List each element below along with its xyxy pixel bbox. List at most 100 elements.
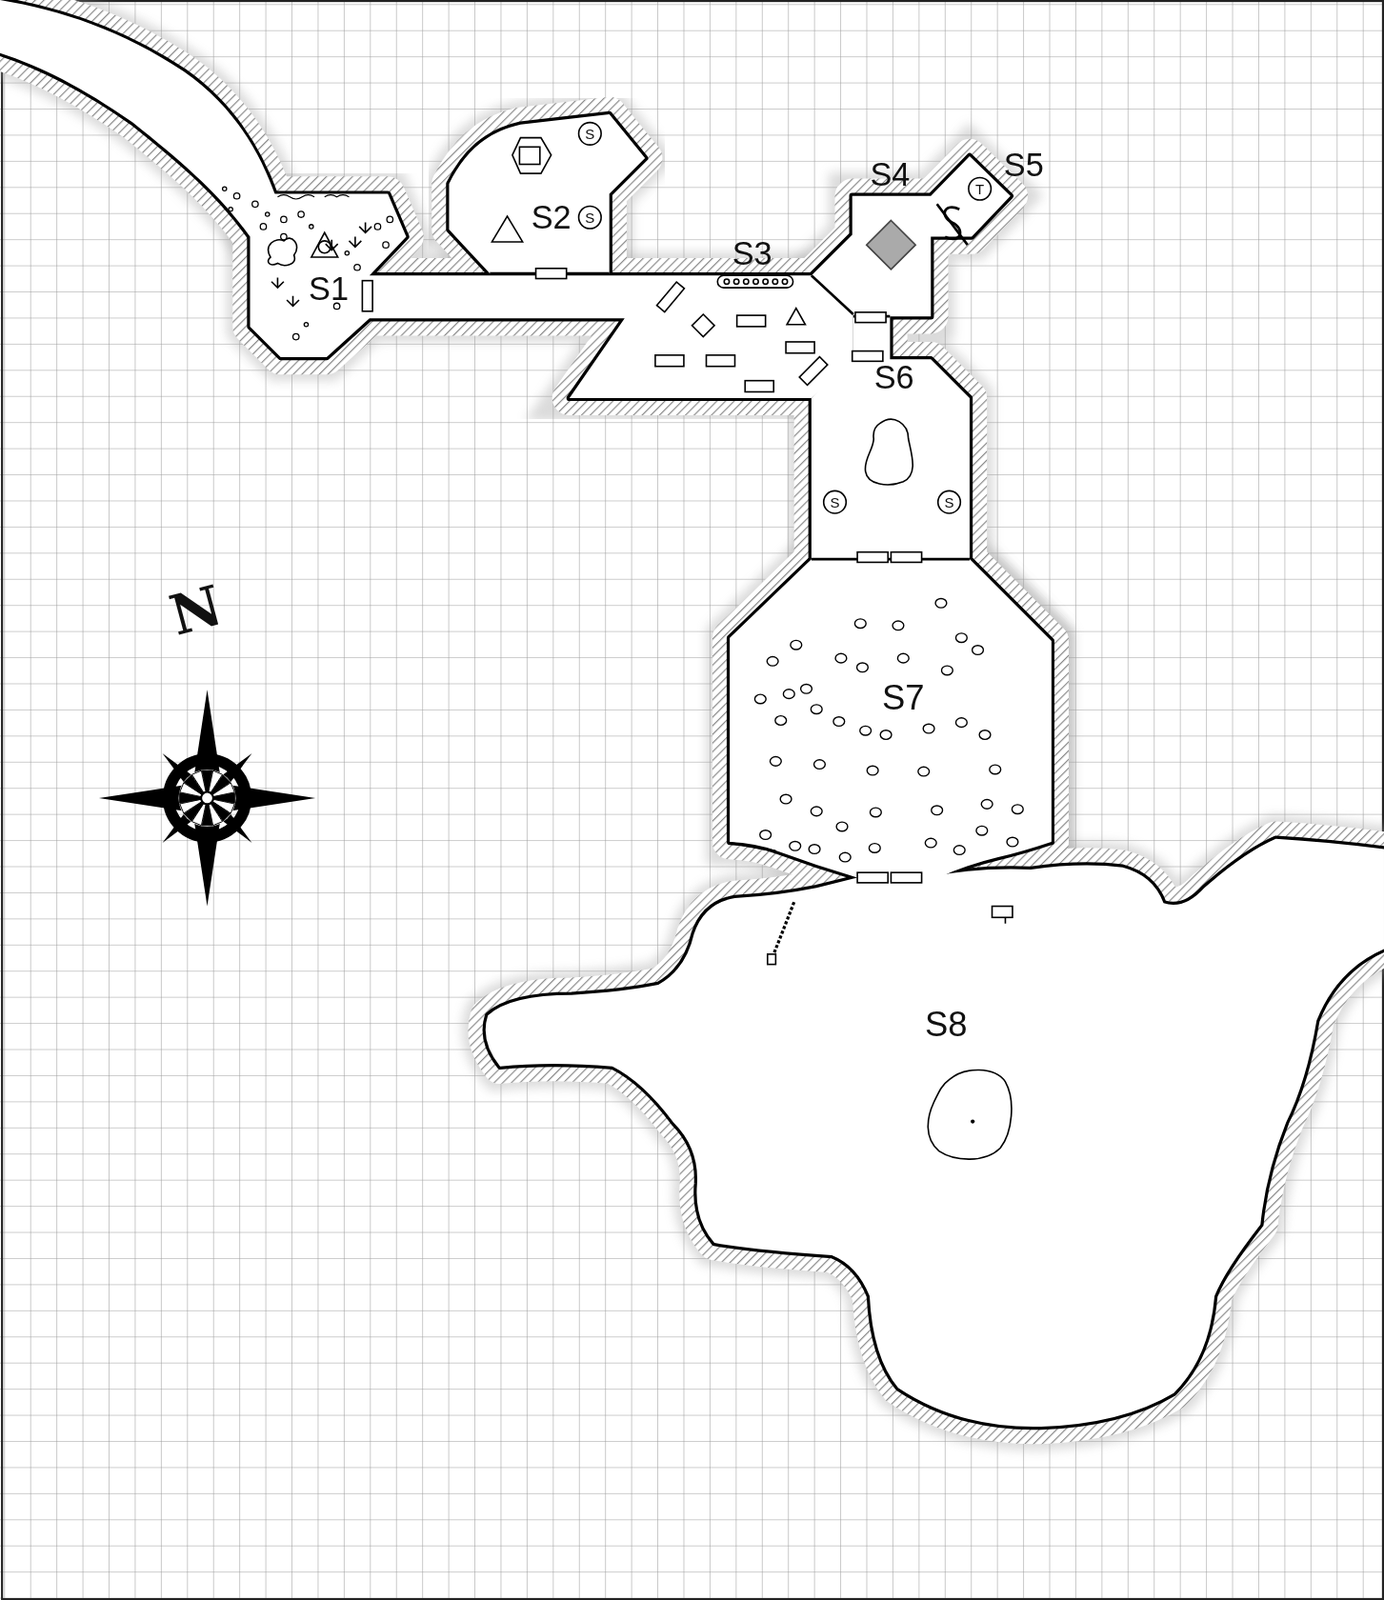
room-label: S4 bbox=[869, 156, 910, 194]
north-mark: N bbox=[164, 577, 228, 644]
rubble bbox=[354, 264, 361, 271]
room-label: S2 bbox=[531, 199, 572, 237]
door bbox=[855, 312, 886, 323]
island-point bbox=[970, 1119, 975, 1124]
door bbox=[361, 280, 373, 312]
statue-symbol bbox=[786, 308, 805, 325]
fountain-symbol bbox=[519, 146, 540, 164]
pillar bbox=[869, 807, 882, 818]
room-label: S7 bbox=[882, 677, 925, 717]
rubble bbox=[382, 241, 389, 248]
door bbox=[890, 552, 922, 563]
rubble bbox=[280, 216, 287, 222]
pillar bbox=[931, 805, 943, 816]
plant-symbol bbox=[348, 237, 362, 248]
room-label: S3 bbox=[732, 237, 773, 270]
compass-ring bbox=[179, 769, 237, 827]
pillar bbox=[769, 757, 782, 767]
boat bbox=[992, 906, 1013, 919]
room-floor bbox=[729, 559, 1052, 878]
pillar bbox=[979, 730, 991, 741]
pillar bbox=[854, 619, 866, 629]
pillar bbox=[918, 766, 930, 777]
rubble bbox=[228, 207, 233, 212]
pillar bbox=[1011, 804, 1023, 815]
rubble bbox=[374, 223, 381, 230]
room-floor bbox=[485, 839, 1384, 1427]
table-symbol bbox=[785, 341, 815, 354]
pillar bbox=[857, 662, 869, 673]
wall-hatching bbox=[485, 839, 1384, 1427]
pillar bbox=[836, 822, 848, 832]
pillar bbox=[922, 723, 935, 734]
rubble bbox=[293, 333, 300, 340]
marker-circle bbox=[579, 205, 602, 229]
marker-letter: S bbox=[584, 124, 595, 143]
marker-letter: S bbox=[830, 493, 841, 512]
room-label: S5 bbox=[1003, 146, 1044, 184]
pillar bbox=[789, 841, 802, 851]
pillar bbox=[833, 717, 845, 727]
wall-outline bbox=[0, 0, 276, 238]
pillar bbox=[953, 845, 965, 856]
pillar bbox=[754, 694, 766, 704]
pillar bbox=[941, 665, 953, 676]
compass-hub bbox=[200, 792, 214, 805]
bench-symbol bbox=[753, 279, 759, 284]
rubble bbox=[386, 216, 393, 222]
door bbox=[857, 552, 888, 563]
pillar bbox=[935, 598, 947, 608]
rubble bbox=[265, 212, 270, 217]
rubble bbox=[280, 233, 287, 240]
room-label: S6 bbox=[874, 361, 915, 394]
room-label: S2 bbox=[531, 200, 572, 234]
wall-shadow bbox=[0, 0, 276, 238]
bench-symbol bbox=[717, 275, 793, 288]
table-symbol bbox=[737, 315, 766, 327]
room-label: S5 bbox=[1003, 148, 1044, 181]
table-symbol bbox=[655, 355, 684, 367]
wall-outline bbox=[448, 114, 645, 274]
pillar bbox=[880, 730, 892, 741]
pillar bbox=[810, 806, 823, 817]
bush-symbol bbox=[268, 238, 298, 265]
secret-door bbox=[937, 203, 968, 245]
altar-symbol bbox=[311, 232, 339, 258]
boat-mark bbox=[1004, 917, 1007, 923]
bench-symbol bbox=[723, 279, 729, 284]
pillar bbox=[892, 621, 904, 631]
table-symbol bbox=[705, 355, 735, 367]
wall-shadow bbox=[448, 114, 645, 274]
marker-letter: S bbox=[584, 209, 595, 226]
pillar bbox=[766, 657, 779, 667]
marker-letter: S bbox=[944, 493, 955, 512]
door bbox=[536, 268, 567, 280]
water-edge bbox=[277, 195, 349, 200]
room-label: S8 bbox=[924, 1006, 968, 1042]
rubble bbox=[303, 322, 308, 327]
pillar bbox=[814, 760, 826, 770]
fountain-symbol bbox=[512, 138, 552, 175]
wall-line bbox=[811, 275, 854, 315]
marker-letter: T bbox=[975, 180, 984, 198]
pillar bbox=[1006, 837, 1019, 847]
room-label: S4 bbox=[869, 158, 910, 191]
rooms bbox=[0, 0, 1384, 1427]
room-label: S6 bbox=[874, 359, 915, 397]
pillar bbox=[860, 725, 872, 736]
wall-outline bbox=[729, 559, 1052, 878]
secret-door-mark bbox=[944, 207, 961, 240]
marker-letter: S bbox=[830, 494, 841, 511]
marker-circle bbox=[968, 177, 992, 201]
pool-symbol bbox=[864, 419, 913, 485]
north-mark: N bbox=[170, 582, 221, 639]
pillar bbox=[897, 653, 909, 663]
room-label: S8 bbox=[924, 1003, 968, 1044]
pillar bbox=[955, 718, 967, 728]
marker-circle bbox=[579, 122, 602, 146]
pillar bbox=[790, 640, 803, 650]
pillar bbox=[801, 683, 813, 694]
pillar bbox=[924, 838, 937, 848]
